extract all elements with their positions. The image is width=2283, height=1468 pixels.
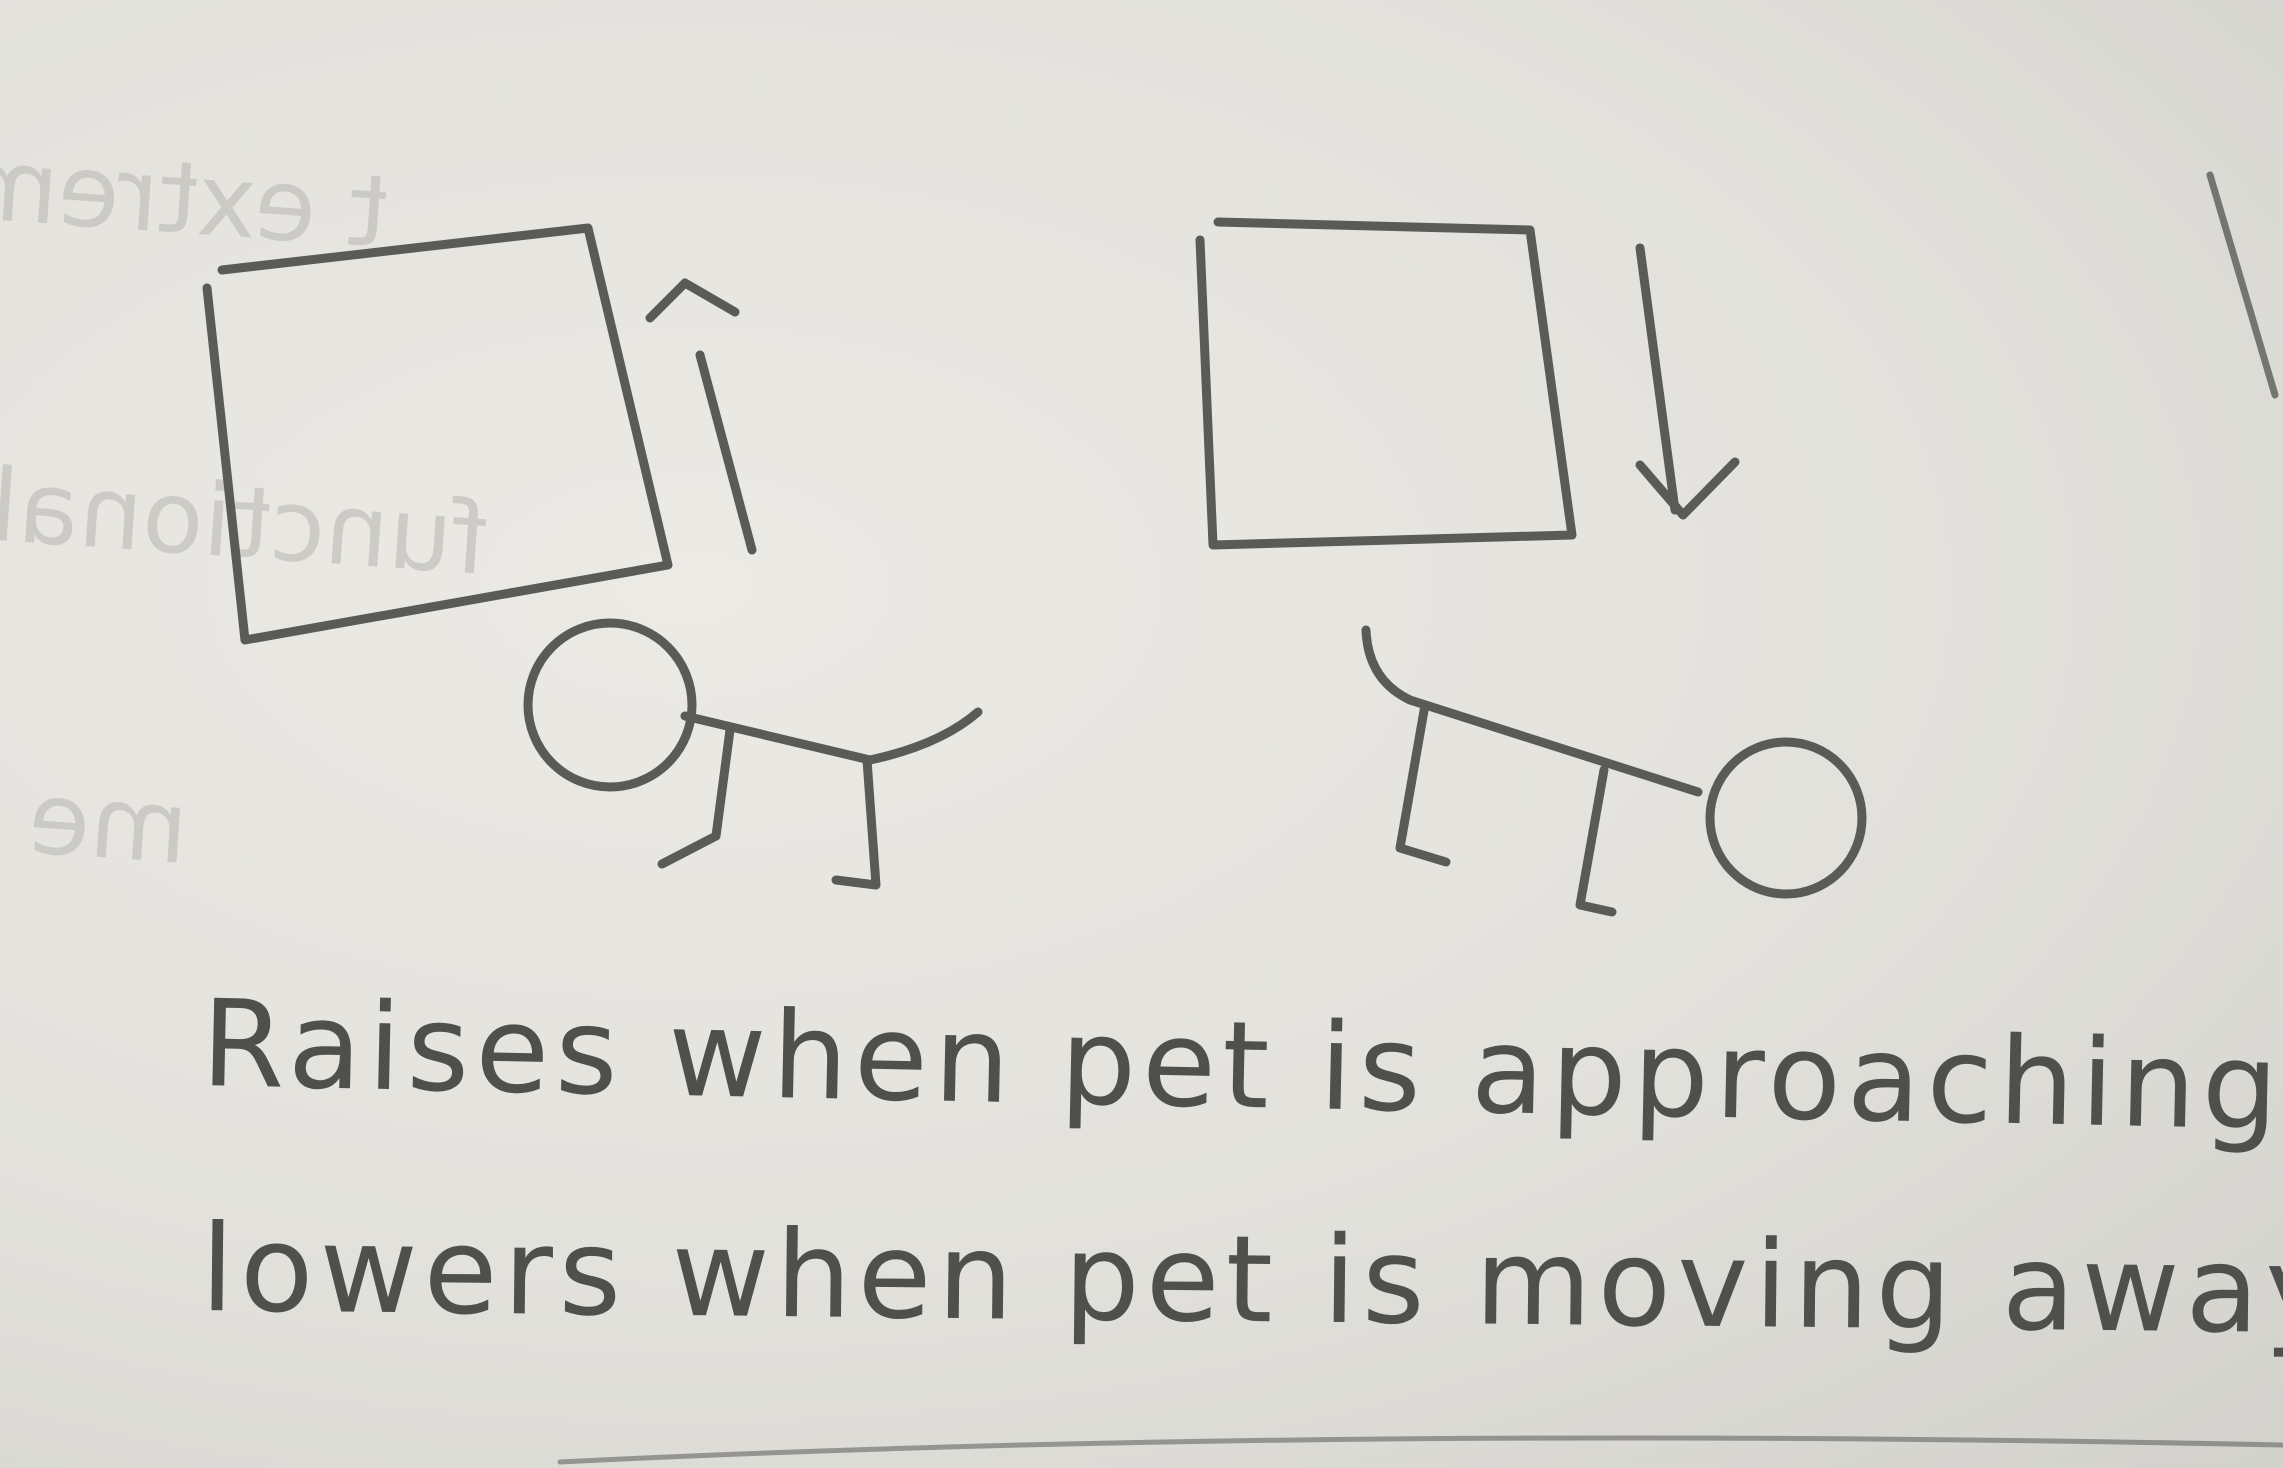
dog-front-leg: [657, 725, 735, 869]
bleed-through-text: t extreme temperatures functionality usi…: [0, 70, 491, 887]
dog-back-leg: [831, 755, 881, 890]
pet-door-lowered: [1195, 217, 1577, 550]
scene-raise: [202, 223, 983, 890]
dog-approaching: [523, 618, 983, 890]
scene-lower: [1195, 217, 1867, 917]
dog-body-tail: [680, 707, 983, 765]
dog-back-leg: [1395, 700, 1451, 867]
dog-head: [1705, 737, 1867, 899]
dog-moving-away: [1361, 625, 1867, 917]
dog-body-tail: [1361, 625, 1703, 797]
bleed-through-line-1: t extreme temperatures: [0, 70, 391, 270]
dog-front-leg: [1575, 765, 1617, 917]
arrow-down-icon: [1635, 243, 1740, 520]
caption-line-2: lowers when pet is moving away: [200, 1200, 2283, 1362]
page-bottom-line: [557, 1435, 2283, 1465]
dog-head: [523, 618, 697, 792]
page-margin-stroke: [2206, 171, 2279, 399]
pet-door-raised: [202, 223, 673, 645]
arrow-up-icon: [645, 278, 757, 555]
bleed-through-line-2: functionality using remote: [0, 389, 491, 598]
bleed-through-line-3: me detect toys - closed: [0, 688, 192, 887]
